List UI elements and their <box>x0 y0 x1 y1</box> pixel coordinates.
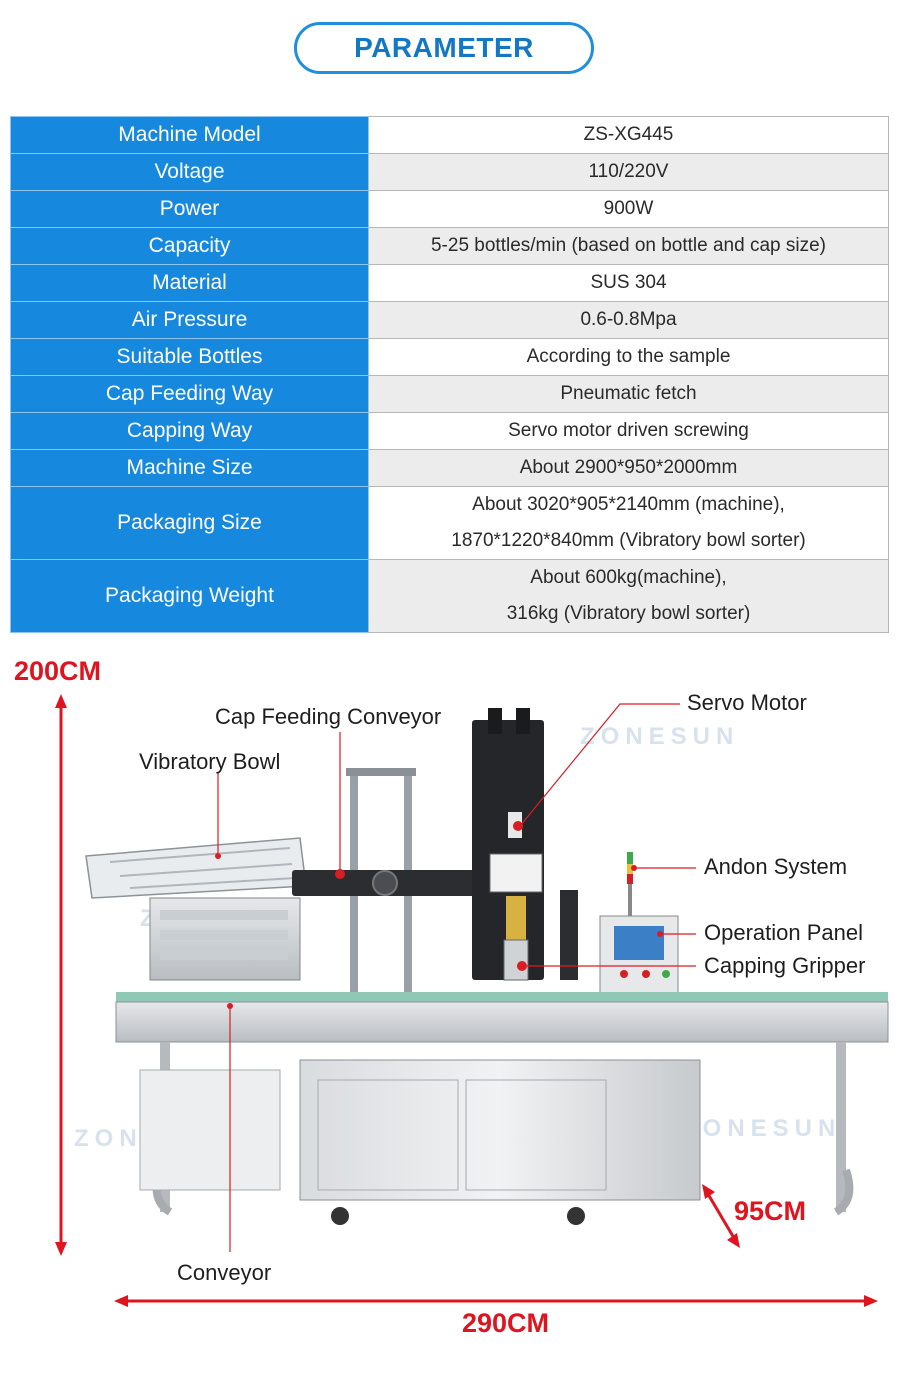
spec-label: Machine Model <box>10 116 369 154</box>
table-row: Packaging Size About 3020*905*2140mm (ma… <box>10 486 889 560</box>
table-row: Capacity 5-25 bottles/min (based on bott… <box>10 227 889 265</box>
callout-cap-feeding-conveyor: Cap Feeding Conveyor <box>215 704 442 729</box>
spec-label: Capping Way <box>10 412 369 450</box>
cap-feeding-frame <box>292 768 492 1020</box>
table-row: Material SUS 304 <box>10 264 889 302</box>
spec-label: Power <box>10 190 369 228</box>
spec-value: 5-25 bottles/min (based on bottle and ca… <box>368 227 889 265</box>
callout-servo-motor: Servo Motor <box>687 690 807 715</box>
spec-label: Air Pressure <box>10 301 369 339</box>
spec-value: ZS-XG445 <box>368 116 889 154</box>
spec-value: About 2900*950*2000mm <box>368 449 889 487</box>
spec-value: 0.6-0.8Mpa <box>368 301 889 339</box>
andon-light <box>627 852 633 918</box>
parameter-table: Machine Model ZS-XG445 Voltage 110/220V … <box>10 116 889 633</box>
table-row: Machine Model ZS-XG445 <box>10 116 889 154</box>
table-row: Suitable Bottles According to the sample <box>10 338 889 376</box>
spec-label: Voltage <box>10 153 369 191</box>
width-dimension-label: 290CM <box>462 1308 550 1338</box>
main-conveyor <box>115 992 889 1216</box>
callout-lines <box>217 703 696 1252</box>
callout-vibratory-bowl: Vibratory Bowl <box>139 749 281 774</box>
spec-label: Suitable Bottles <box>10 338 369 376</box>
callout-capping-gripper: Capping Gripper <box>704 953 866 978</box>
spec-value: 900W <box>368 190 889 228</box>
spec-label: Packaging Weight <box>10 559 369 633</box>
spec-value-line: About 3020*905*2140mm (machine), <box>472 494 785 515</box>
base-cabinet <box>139 1059 701 1225</box>
spec-value: About 600kg(machine), 316kg (Vibratory b… <box>368 559 889 633</box>
callout-andon-system: Andon System <box>704 854 848 879</box>
table-row: Voltage 110/220V <box>10 153 889 191</box>
spec-value: Servo motor driven screwing <box>368 412 889 450</box>
spec-value: 110/220V <box>368 153 889 191</box>
callout-operation-panel: Operation Panel <box>704 920 863 945</box>
spec-label: Cap Feeding Way <box>10 375 369 413</box>
watermark-text: ZONESUN <box>682 1115 841 1142</box>
spec-label: Material <box>10 264 369 302</box>
spec-label: Machine Size <box>10 449 369 487</box>
operation-panel <box>599 915 679 997</box>
spec-value: According to the sample <box>368 338 889 376</box>
vibratory-bowl <box>85 837 307 981</box>
dimension-arrows <box>55 694 878 1307</box>
callout-conveyor: Conveyor <box>177 1260 272 1285</box>
machine-figure: ZONESUN ZONESUN ZONESUN ZONESUN ZONESUN <box>0 640 900 1377</box>
watermark-text: ZONESUN <box>580 723 739 750</box>
table-row: Cap Feeding Way Pneumatic fetch <box>10 375 889 413</box>
spec-value-line: 316kg (Vibratory bowl sorter) <box>506 603 751 624</box>
table-row: Power 900W <box>10 190 889 228</box>
table-row: Capping Way Servo motor driven screwing <box>10 412 889 450</box>
machine-illustration: ZONESUN ZONESUN ZONESUN ZONESUN ZONESUN <box>55 694 889 1307</box>
spec-value: Pneumatic fetch <box>368 375 889 413</box>
servo-tower <box>472 708 578 981</box>
depth-dimension-label: 95CM <box>734 1196 807 1226</box>
spec-value-line: About 600kg(machine), <box>530 567 727 588</box>
spec-label: Capacity <box>10 227 369 265</box>
spec-label: Packaging Size <box>10 486 369 560</box>
spec-value-line: 1870*1220*840mm (Vibratory bowl sorter) <box>451 530 806 551</box>
table-row: Machine Size About 2900*950*2000mm <box>10 449 889 487</box>
parameter-title: PARAMETER <box>294 22 594 74</box>
table-row: Air Pressure 0.6-0.8Mpa <box>10 301 889 339</box>
spec-value: About 3020*905*2140mm (machine), 1870*12… <box>368 486 889 560</box>
height-dimension-label: 200CM <box>14 656 102 686</box>
spec-value: SUS 304 <box>368 264 889 302</box>
table-row: Packaging Weight About 600kg(machine), 3… <box>10 559 889 633</box>
